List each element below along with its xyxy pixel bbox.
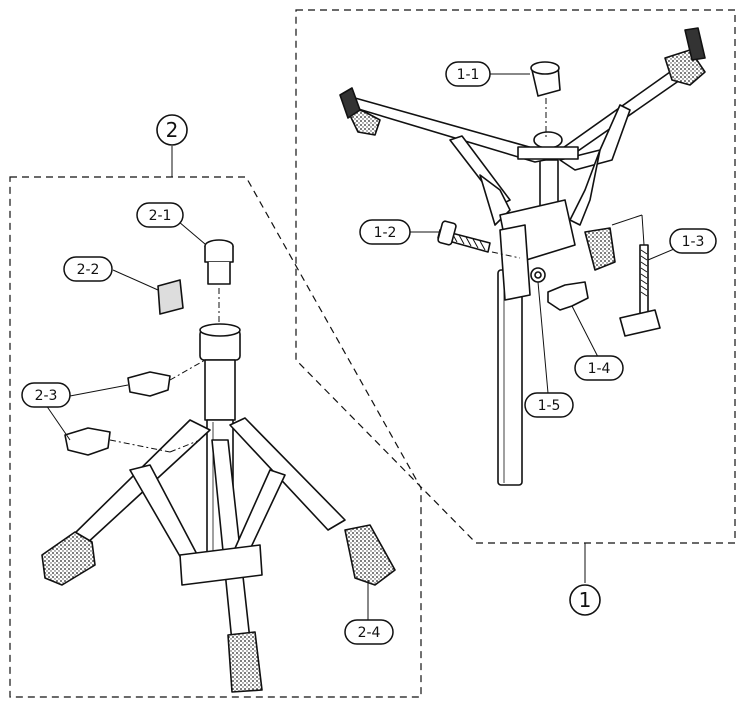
part-label-2-4: 2-4 bbox=[344, 619, 394, 645]
svg-text:1: 1 bbox=[579, 588, 592, 612]
svg-text:1-5: 1-5 bbox=[538, 398, 561, 414]
part-label-2-1: 2-1 bbox=[136, 202, 184, 228]
svg-text:1-3: 1-3 bbox=[682, 234, 705, 250]
tripod-stand-drawing bbox=[41, 239, 396, 693]
svg-text:2-1: 2-1 bbox=[149, 208, 172, 224]
label-leader-lines bbox=[45, 73, 694, 631]
assembly-2-frame bbox=[9, 176, 422, 698]
part-label-1-5: 1-5 bbox=[524, 392, 574, 418]
part-label-1-4: 1-4 bbox=[574, 355, 624, 381]
assembly-number-1: 1 bbox=[569, 584, 601, 616]
part-label-1-2: 1-2 bbox=[359, 219, 411, 245]
svg-text:2-2: 2-2 bbox=[77, 262, 100, 278]
part-label-2-3: 2-3 bbox=[21, 382, 71, 408]
svg-text:2-3: 2-3 bbox=[35, 388, 58, 404]
svg-text:2: 2 bbox=[166, 118, 179, 142]
snare-basket-drawing bbox=[339, 27, 706, 486]
svg-text:1-2: 1-2 bbox=[374, 225, 397, 241]
svg-text:2-4: 2-4 bbox=[358, 625, 381, 641]
part-label-1-3: 1-3 bbox=[669, 228, 717, 254]
assembly-1-frame bbox=[295, 9, 736, 544]
part-label-2-2: 2-2 bbox=[63, 256, 113, 282]
part-label-1-1: 1-1 bbox=[445, 61, 491, 87]
svg-text:1-4: 1-4 bbox=[588, 361, 611, 377]
svg-text:1-1: 1-1 bbox=[457, 67, 480, 83]
assembly-number-2: 2 bbox=[156, 114, 188, 146]
